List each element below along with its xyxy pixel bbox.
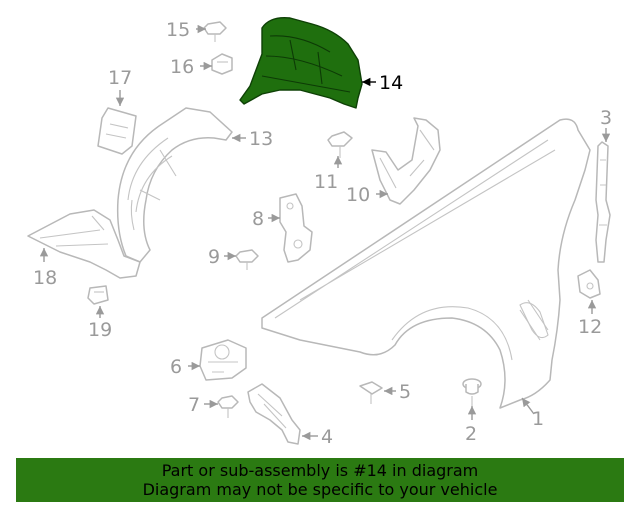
callout-4[interactable]: 4 [321, 426, 333, 448]
part-fender[interactable] [261, 118, 591, 409]
callout-14-highlighted[interactable]: 14 [379, 72, 403, 94]
callout-17[interactable]: 17 [108, 67, 132, 89]
callout-18[interactable]: 18 [33, 267, 57, 289]
callout-5[interactable]: 5 [399, 381, 411, 403]
part-16-nut[interactable] [211, 53, 233, 75]
callout-19[interactable]: 19 [88, 319, 112, 341]
leader-1 [521, 397, 535, 415]
part-15-bolt[interactable] [203, 21, 227, 42]
banner-line-1: Part or sub-assembly is #14 in diagram [161, 461, 479, 480]
part-19-clip[interactable] [87, 285, 109, 305]
part-12-bracket[interactable] [577, 269, 601, 299]
callout-3[interactable]: 3 [600, 107, 612, 129]
part-10-bracket[interactable] [371, 117, 441, 205]
part-6-block[interactable] [199, 339, 247, 381]
info-banner: Part or sub-assembly is #14 in diagram D… [16, 458, 624, 502]
callout-10[interactable]: 10 [346, 184, 370, 206]
callout-15[interactable]: 15 [166, 19, 190, 41]
part-18-shield[interactable] [27, 209, 141, 279]
part-14-liner-highlighted[interactable] [239, 17, 363, 109]
part-3-seal[interactable] [595, 141, 611, 263]
part-7-bolt[interactable] [217, 395, 239, 418]
callout-7[interactable]: 7 [188, 394, 200, 416]
callout-9[interactable]: 9 [208, 246, 220, 268]
part-4-bracket[interactable] [247, 383, 301, 445]
callout-8[interactable]: 8 [252, 208, 264, 230]
callout-13[interactable]: 13 [249, 128, 273, 150]
callout-1[interactable]: 1 [532, 408, 544, 430]
part-5-clip[interactable] [359, 381, 383, 404]
callout-16[interactable]: 16 [170, 56, 194, 78]
callout-6[interactable]: 6 [170, 356, 182, 378]
callout-2[interactable]: 2 [465, 423, 477, 445]
banner-line-2: Diagram may not be specific to your vehi… [142, 480, 498, 499]
part-13-liner[interactable] [116, 107, 233, 263]
part-17-panel[interactable] [97, 107, 137, 155]
callout-11[interactable]: 11 [314, 171, 338, 193]
part-8-bracket[interactable] [279, 193, 313, 263]
part-9-bolt[interactable] [235, 249, 259, 270]
part-11-bolt[interactable] [327, 131, 353, 158]
part-2-bolt[interactable] [462, 378, 482, 406]
callout-12[interactable]: 12 [578, 316, 602, 338]
